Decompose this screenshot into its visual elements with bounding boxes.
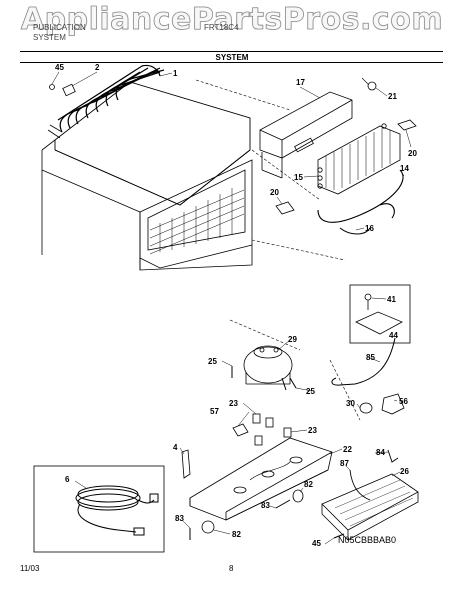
callout-14: 14	[400, 164, 409, 173]
part-16-tube	[339, 203, 395, 235]
callout-45-top: 45	[55, 63, 64, 72]
part-41-screw	[364, 293, 372, 310]
callout-45-bottom: 45	[312, 539, 321, 548]
callout-16: 16	[365, 224, 374, 233]
callout-6: 6	[65, 475, 70, 484]
condenser-coil-drawing	[47, 64, 165, 139]
callout-82-right: 82	[304, 480, 313, 489]
part-14-tube	[317, 169, 404, 223]
part-87-tube	[349, 469, 371, 501]
evaporator-drawing	[317, 123, 401, 195]
callout-29: 29	[288, 335, 297, 344]
callout-23-right: 23	[308, 426, 317, 435]
header-rule-bottom	[20, 62, 443, 63]
callout-56: 56	[399, 397, 408, 406]
header-left-line1: PUBLICATION	[33, 23, 86, 32]
header-left-line2: SYSTEM	[33, 33, 66, 42]
drain-pan-drawing	[321, 473, 419, 541]
power-cord-drawing	[75, 485, 159, 536]
callout-84: 84	[376, 448, 385, 457]
part-20-pad-right	[397, 119, 417, 131]
callout-15: 15	[294, 173, 303, 182]
callout-83-right: 83	[261, 501, 270, 510]
part-82-fitting-b	[201, 520, 215, 534]
header-model: FRT18C4	[204, 23, 239, 32]
callout-41: 41	[387, 295, 396, 304]
callout-87: 87	[340, 459, 349, 468]
part-57-clip	[232, 423, 249, 437]
callout-25-left: 25	[208, 357, 217, 366]
callout-25-right: 25	[306, 387, 315, 396]
evaporator-cover-drawing	[259, 91, 353, 179]
callout-23-top: 23	[229, 399, 238, 408]
footer-date: 11/03	[20, 564, 40, 573]
callout-83-left: 83	[175, 514, 184, 523]
part-23-grommet-b	[265, 417, 274, 428]
callout-20-left: 20	[270, 188, 279, 197]
part-45-screw-top	[49, 84, 55, 90]
callout-2: 2	[95, 63, 100, 72]
part-45-screw-bottom	[333, 533, 345, 539]
part-85-tube	[331, 337, 396, 386]
callout-labels: 45 2 1 17 21 20 15 14 20 16 41 44 29 25 …	[55, 63, 417, 548]
callout-82-left: 82	[232, 530, 241, 539]
inset-box-41-44	[349, 284, 411, 344]
callout-57: 57	[210, 407, 219, 416]
base-plate-drawing	[189, 437, 333, 521]
part-82-fitting-a	[292, 489, 304, 503]
callout-21: 21	[388, 92, 397, 101]
callout-17: 17	[296, 78, 305, 87]
part-30-relay	[359, 402, 373, 414]
part-56-overload	[381, 393, 405, 415]
callout-4: 4	[173, 443, 178, 452]
callout-30: 30	[346, 399, 355, 408]
callout-20-right: 20	[408, 149, 417, 158]
header-rule	[20, 51, 443, 52]
inset-box-power-cord	[33, 465, 165, 553]
section-title: SYSTEM	[215, 53, 249, 62]
drawing-code: N05CBBBAB0	[338, 535, 397, 545]
part-23-grommet-d	[283, 427, 292, 438]
callout-44: 44	[389, 331, 398, 340]
footer-page-number: 8	[229, 564, 234, 573]
part-4-bracket	[181, 449, 191, 479]
part-2-bracket	[62, 83, 76, 97]
callout-26: 26	[400, 467, 409, 476]
part-23-grommet-a	[252, 413, 261, 424]
header-left: PUBLICATION SYSTEM	[33, 23, 86, 43]
part-84-clip	[387, 449, 399, 463]
callout-1: 1	[173, 69, 178, 78]
part-23-grommet-c	[254, 435, 263, 446]
callout-85: 85	[366, 353, 375, 362]
callout-22: 22	[343, 445, 352, 454]
part-21-grommet	[367, 81, 377, 91]
part-83-screw-a	[275, 499, 291, 509]
compressor-drawing	[243, 345, 293, 385]
part-44-plate	[355, 311, 403, 335]
part-20-pad-left	[275, 201, 295, 215]
watermark-logo: AppliancePartsPros.com	[20, 2, 444, 38]
